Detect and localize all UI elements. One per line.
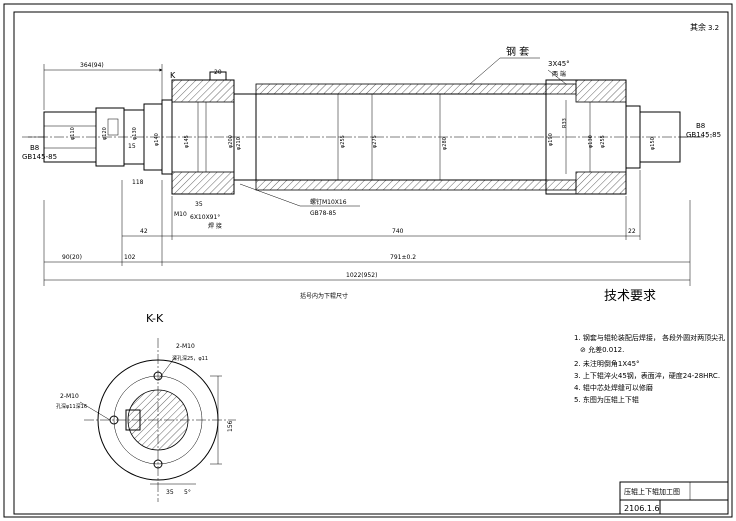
dim-vertical: φ130 <box>132 127 138 140</box>
dim-118: 118 <box>132 179 144 186</box>
keyway <box>107 118 119 136</box>
dim-vertical: φ110 <box>70 127 76 140</box>
dim-vertical: φ255 <box>340 135 346 148</box>
vertical-dims: φ110 φ120 φ130 φ140 φ145 φ200 φ210 φ255 … <box>70 118 656 150</box>
shaft-section <box>127 389 189 451</box>
tapped-hole-bottom <box>153 459 163 469</box>
tech-list: 1. 钢套与辊轮装配后焊接， 各段外圆对两顶尖孔 ⊘ 允差0.012. 2. 未… <box>574 333 725 404</box>
left-hub-top <box>171 79 235 103</box>
tech-item: 5. 东图为压辊上下辊 <box>574 395 639 404</box>
corner-note: 其余 <box>690 22 706 32</box>
dim-42: 42 <box>140 228 148 235</box>
dim-body: 791±0.2 <box>390 254 416 261</box>
dim-vertical: φ200 <box>228 135 234 148</box>
weld-note: 焊 接 <box>208 222 222 230</box>
left-hub-bottom <box>171 171 235 195</box>
bolt-std: GB78-85 <box>310 210 336 217</box>
dim-740: 740 <box>392 228 404 235</box>
dim-15: 15 <box>128 143 136 150</box>
dim-left-end: 90(20) <box>62 254 82 261</box>
tech-item: ⊘ 允差0.012. <box>580 345 624 354</box>
title-part-name: 压辊上下辊加工图 <box>624 487 680 496</box>
bolt-note: 螺钉M10X16 <box>310 198 347 206</box>
dim-22: 22 <box>628 228 636 235</box>
dim-vertical: φ190 <box>548 133 554 146</box>
title-block <box>619 481 729 515</box>
center-hole-left-std: GB145-85 <box>22 153 57 161</box>
dim-102: 102 <box>124 254 136 261</box>
center-hole-right-std: GB145-85 <box>686 131 721 139</box>
pin-note: M10 <box>174 211 187 218</box>
dim-vertical: φ280 <box>442 137 448 150</box>
section-dim-right: 156 <box>227 420 234 432</box>
dim-vertical: φ275 <box>372 135 378 148</box>
corner-roughness: 3.2 <box>708 24 719 32</box>
thread-left-note: 孔深φ11深16 <box>56 403 87 410</box>
section-view <box>79 338 236 502</box>
dim-vertical: φ210 <box>236 137 242 150</box>
sleeve-bottom <box>255 179 577 191</box>
dim-vertical: φ120 <box>102 127 108 140</box>
right-hub-top <box>575 79 627 103</box>
chamfer-note: 3X45° <box>548 60 570 68</box>
title-date: 2106.1.6 <box>624 504 660 513</box>
note-bottom: 括号内为下辊尺寸 <box>300 292 348 300</box>
section-mark-k: K <box>170 71 176 80</box>
thread-top: 2-M10 <box>176 343 195 350</box>
sleeve-label: 钢 套 <box>506 45 529 58</box>
tech-item: 1. 钢套与辊轮装配后焊接， 各段外圆对两顶尖孔 <box>574 333 725 342</box>
section-title: K-K <box>146 312 164 325</box>
main-view <box>22 57 712 286</box>
sheet-border <box>3 3 733 518</box>
thread-left: 2-M10 <box>60 393 79 400</box>
center-hole-right: B8 <box>696 122 705 130</box>
dim-vertical: R33 <box>562 118 568 128</box>
sleeve-top <box>255 83 577 95</box>
chamfer-sub: 两 端 <box>552 70 566 78</box>
dim-vertical: φ140 <box>154 133 160 146</box>
tech-item: 2. 未注明倒角1X45° <box>574 359 640 368</box>
dim-vertical: φ150 <box>650 137 656 150</box>
inner-frame <box>13 11 729 515</box>
weld-size: 6X10X91° <box>190 214 220 221</box>
section-angle: 5° <box>184 489 191 496</box>
thread-top-note: 深孔深25，φ11 <box>172 355 208 362</box>
tech-title: 技术要求 <box>604 289 656 304</box>
dim-vertical: φ255 <box>600 135 606 148</box>
bolt-circle <box>113 375 203 465</box>
dim-top-left: 364(94) <box>80 62 104 69</box>
tech-item: 3. 上下辊淬火45钢，表面淬，硬度24-28HRC. <box>574 371 720 380</box>
center-hole-left: B8 <box>30 144 39 152</box>
dim-overall: 1022(952) <box>346 272 377 279</box>
tech-item: 4. 辊中芯处焊缝可以修磨 <box>574 383 653 392</box>
right-hub-bottom <box>575 171 627 195</box>
dim-top-small: 20 <box>214 69 222 76</box>
section-dim-bottom: 35 <box>166 489 174 496</box>
dim-35: 35 <box>195 201 203 208</box>
dim-vertical: φ145 <box>184 135 190 148</box>
dim-vertical: φ130 <box>588 135 594 148</box>
